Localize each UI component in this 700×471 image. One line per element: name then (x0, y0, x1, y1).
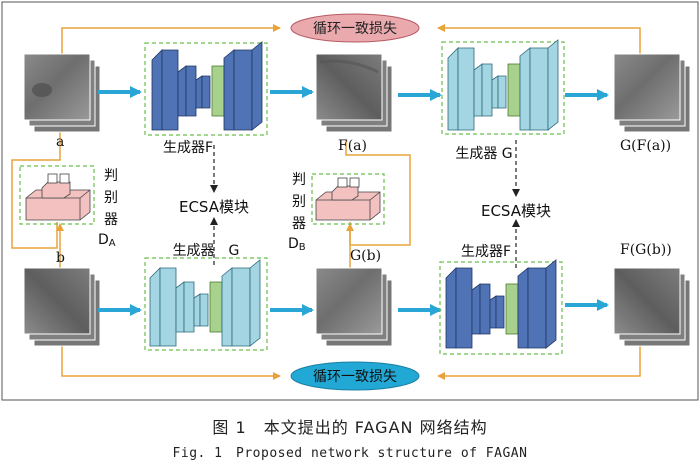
disc-b-char-1: 判 (292, 172, 306, 188)
generator-g-top (441, 39, 565, 135)
cycle-loss-top-node (290, 13, 420, 43)
generator-g-top-label: 生成器 G (455, 146, 512, 162)
image-a (23, 53, 101, 133)
image-g-b (315, 267, 393, 347)
figure-caption-english: Fig. 1 Proposed network structure of FAG… (172, 446, 528, 461)
output-g-f-a-label: G(F(a)) (620, 138, 671, 154)
cycle-loss-bottom-label: 循环一致损失 (313, 369, 397, 385)
disc-a-char-3: 器 (104, 212, 118, 228)
discriminator-b (311, 173, 385, 225)
generator-g-bottom-label: 生成器 G (173, 243, 240, 259)
image-g-f-a (613, 53, 691, 133)
figure-caption-chinese: 图 1 本文提出的 FAGAN 网络结构 (212, 418, 488, 437)
disc-b-char-2: 别 (292, 194, 306, 210)
input-b-label: b (56, 250, 65, 266)
disc-b-char-3: 器 (292, 216, 306, 232)
ecsa-links (210, 140, 520, 268)
image-f-a (315, 53, 393, 133)
discriminator-a (19, 165, 95, 225)
disc-a-char-1: 判 (104, 168, 118, 184)
cycle-loss-bottom-node (290, 361, 420, 391)
discriminator-b-label: 判 别 器 DB (288, 172, 306, 253)
cycle-connections (11, 24, 641, 380)
generator-f-top-label: 生成器F (163, 140, 213, 156)
generator-f-top (144, 41, 268, 136)
image-f-g-b (613, 267, 691, 347)
generator-f-bottom (439, 259, 563, 355)
disc-b-name: DB (288, 236, 306, 253)
generator-f-bottom-label: 生成器F (461, 244, 511, 260)
flow-arrows (98, 86, 609, 316)
output-f-a-label: F(a) (338, 138, 367, 154)
outer-frame (1, 1, 699, 401)
image-b (23, 267, 101, 347)
disc-a-char-2: 别 (104, 190, 118, 206)
generator-g-bottom (144, 257, 268, 351)
output-f-g-b-label: F(G(b)) (620, 242, 672, 258)
input-a-label: a (56, 134, 64, 150)
output-g-b-label: G(b) (350, 248, 381, 264)
ecsa-module-left-label: ECSA模块 (179, 198, 249, 216)
disc-a-name: DA (98, 232, 116, 249)
discriminator-a-label: 判 别 器 DA (98, 168, 118, 249)
ecsa-module-right-label: ECSA模块 (481, 202, 551, 220)
cycle-loss-top-label: 循环一致损失 (313, 21, 397, 37)
